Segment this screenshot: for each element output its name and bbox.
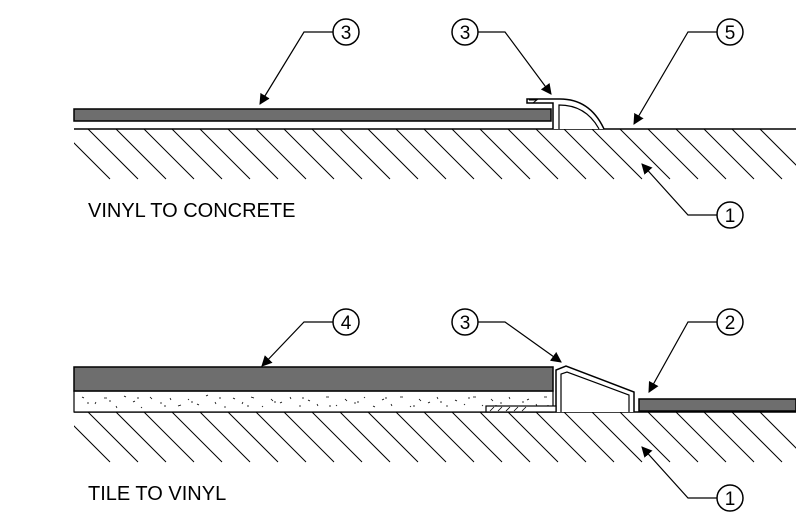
transition-strip-inner xyxy=(560,371,630,412)
ceramic-tile xyxy=(73,366,554,392)
section-vinyl-to-concrete: 3 3 5 1 xyxy=(73,18,796,229)
callout-concrete: 1 xyxy=(641,163,744,229)
substrate-hatch xyxy=(74,412,796,463)
transition-strip-flange xyxy=(485,405,557,413)
vinyl-flooring xyxy=(73,108,552,122)
callout-transition-strip: 3 xyxy=(451,18,552,95)
section-tile-to-vinyl: 4 3 2 1 xyxy=(73,308,796,512)
transition-strip-lip xyxy=(529,98,539,104)
flange-hatch xyxy=(489,406,527,412)
concrete-hatch xyxy=(74,129,796,180)
callout-label: 4 xyxy=(341,313,352,334)
caption-vinyl-to-concrete: VINYL TO CONCRETE xyxy=(88,200,296,222)
callout-label: 1 xyxy=(725,489,736,510)
callout-sealant: 5 xyxy=(633,18,744,125)
callout-tile: 4 xyxy=(261,308,360,367)
callout-vinyl: 2 xyxy=(648,308,744,393)
transition-strip-inner xyxy=(558,104,600,130)
callout-label: 2 xyxy=(725,313,736,334)
transition-strip xyxy=(526,98,605,130)
vinyl-flooring xyxy=(638,398,796,412)
mortar-speckle xyxy=(81,394,549,409)
callout-vinyl: 3 xyxy=(259,18,360,105)
mortar-bed xyxy=(73,390,554,413)
callout-substrate: 1 xyxy=(641,446,744,512)
callout-label: 1 xyxy=(725,206,736,227)
transition-strip xyxy=(555,365,635,412)
callout-label: 5 xyxy=(725,23,736,44)
caption-tile-to-vinyl: TILE TO VINYL xyxy=(88,483,227,505)
callout-label: 3 xyxy=(460,313,471,334)
callout-label: 3 xyxy=(460,23,471,44)
callout-label: 3 xyxy=(341,23,352,44)
callout-transition-strip: 3 xyxy=(451,308,562,363)
